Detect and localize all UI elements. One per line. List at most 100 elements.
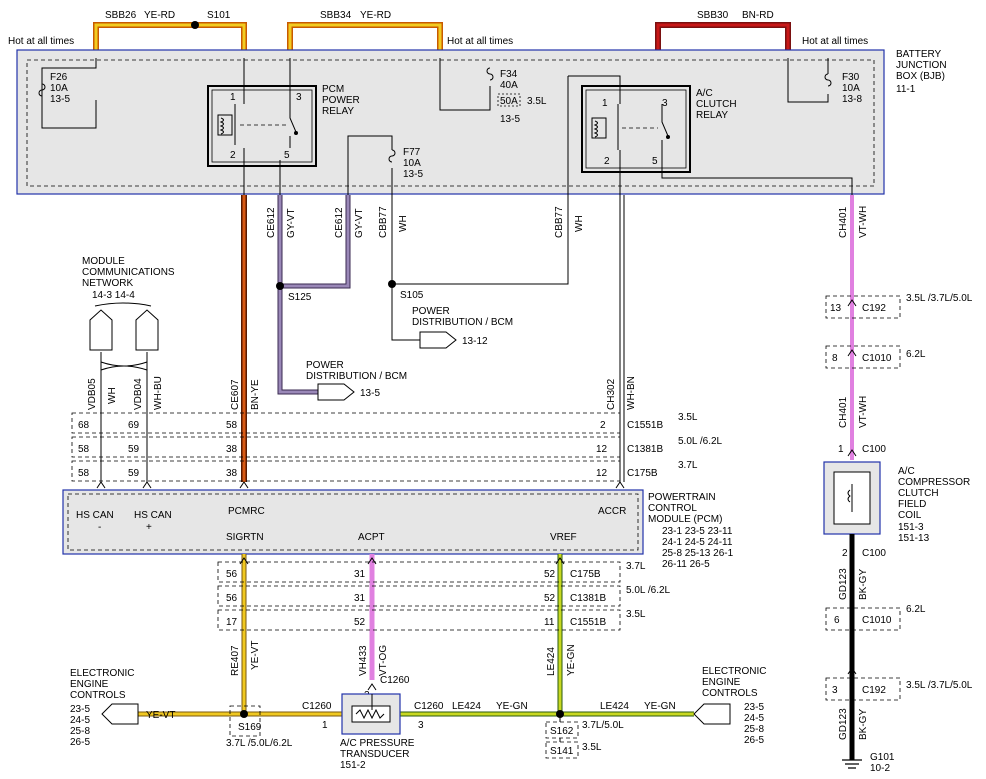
- ac-clutch-relay-box: [581, 85, 691, 173]
- wire-labels: CE612 GY-VT CE612 GY-VT CBB77 WH CBB77 W…: [87, 206, 869, 428]
- hot-at-all-times-2: Hot at all times: [447, 36, 513, 47]
- c192-upper-label: C192: [862, 303, 886, 314]
- pd-bcm-arrow-2: [317, 383, 355, 401]
- transducer-label-3: 151-2: [340, 760, 366, 771]
- c175b-lower-note: 3.7L: [626, 561, 646, 572]
- c1381b-lower-label: C1381B: [570, 593, 606, 604]
- pd2-page: 13-5: [360, 388, 380, 399]
- s169-box: [229, 705, 261, 737]
- f77-page: 13-5: [403, 169, 423, 180]
- sbb34-color: YE-RD: [360, 10, 391, 21]
- eec-right-1: ELECTRONIC: [702, 666, 766, 677]
- s169-splice-dot: [240, 710, 248, 718]
- upper-connector-rows: [71, 412, 621, 482]
- c1381b-pin-59: 59: [128, 444, 140, 455]
- c1381b-pin-12: 12: [596, 444, 608, 455]
- c192-lower-label: C192: [862, 685, 886, 696]
- pcm-pages-1: 23-1 23-5 23-11: [662, 526, 733, 537]
- ac-relay-pin-3: 3: [662, 98, 668, 109]
- pcm-pin-arrows: [96, 481, 625, 489]
- f26-fuse: [38, 58, 97, 129]
- c100-upper-label: C100: [862, 444, 886, 455]
- note-35l: 3.5L: [678, 412, 698, 423]
- bjb-label-3: BOX (BJB): [896, 71, 945, 82]
- pcm-pages-2: 24-1 24-5 24-11: [662, 537, 733, 548]
- pcm-module-box: [62, 489, 644, 555]
- wire-yevt: YE-VT: [250, 641, 261, 670]
- wire-gyvt-a: GY-VT: [286, 208, 297, 238]
- wire-vdb05: VDB05: [87, 378, 98, 410]
- ac-relay-coil-icon: [591, 104, 670, 155]
- wire-vtwh-b: VT-WH: [858, 396, 869, 428]
- f34-page: 13-5: [500, 114, 520, 125]
- c1551b-lower-pin-52: 52: [354, 617, 366, 628]
- c175b-pin-12: 12: [596, 468, 608, 479]
- wire-ce612-a: CE612: [266, 207, 277, 238]
- s141-note: 3.5L: [582, 742, 602, 753]
- s105-label: S105: [400, 290, 424, 301]
- c192-upper-pin: 13: [830, 303, 842, 314]
- transducer-label-1: A/C PRESSURE: [340, 738, 415, 749]
- c1010-lower-note: 6.2L: [906, 604, 926, 615]
- f77-name: F77: [403, 147, 421, 158]
- f34-amp: 40A: [500, 80, 518, 91]
- wire-le424-c: LE424: [600, 701, 629, 712]
- pcm-relay-pin-3: 3: [296, 92, 302, 103]
- bjb-label-2: JUNCTION: [896, 60, 947, 71]
- c1260-label-top: C1260: [380, 675, 410, 686]
- eec-left-arrow: [101, 703, 139, 725]
- c100-lower-label: C100: [862, 548, 886, 559]
- pcm-acpt: ACPT: [358, 532, 385, 543]
- c1551b-pin-58: 58: [226, 420, 238, 431]
- hot-at-all-times-3: Hot at all times: [802, 36, 868, 47]
- ac-relay-label-2: CLUTCH: [696, 99, 737, 110]
- f77-amp: 10A: [403, 158, 421, 169]
- f30-amp: 10A: [842, 83, 860, 94]
- f30-fuse: [787, 58, 832, 103]
- c1260-label-right: C1260: [414, 701, 444, 712]
- wire-yegn-a: YE-GN: [566, 644, 577, 676]
- mcn-pages: 14-3 14-4: [92, 290, 135, 301]
- eec-right-p3: 25-8: [744, 724, 764, 735]
- mcn-label-3: NETWORK: [82, 278, 133, 289]
- wire-ch401-b: CH401: [838, 396, 849, 428]
- bjb-label-1: BATTERY: [896, 49, 942, 60]
- right-pin-arrows: [847, 299, 857, 675]
- c1381b-pin-38: 38: [226, 444, 238, 455]
- clutch-label-5: COIL: [898, 510, 922, 521]
- s125-label: S125: [288, 292, 312, 303]
- c175b-lower-pin-31: 31: [354, 569, 366, 580]
- f30-page: 13-8: [842, 94, 862, 105]
- ac-relay-pin-2: 2: [604, 156, 610, 167]
- wire-ch302: CH302: [606, 378, 617, 410]
- c1010-upper-pin: 8: [832, 353, 838, 364]
- sbb26-color: YE-RD: [144, 10, 175, 21]
- pcm-relay-label-3: RELAY: [322, 106, 354, 117]
- c1551b-lower-pin-11: 11: [544, 617, 555, 628]
- eec-right-arrow: [693, 703, 731, 725]
- pcm-accr: ACCR: [598, 506, 626, 517]
- c1010-lower-label: C1010: [862, 615, 892, 626]
- f34-name: F34: [500, 69, 518, 80]
- pcm-title-2: CONTROL: [648, 503, 697, 514]
- c1010-upper-box: [825, 345, 901, 369]
- c192-upper-note: 3.5L /3.7L/5.0L: [906, 293, 973, 304]
- mcn-label-2: COMMUNICATIONS: [82, 267, 175, 278]
- wire-cbb77-b: CBB77: [554, 206, 565, 238]
- wire-re407: RE407: [230, 645, 241, 676]
- wire-bnye: BN-YE: [250, 379, 261, 410]
- pcm-relay-pin-1: 1: [230, 92, 236, 103]
- c192-lower-pin: 3: [832, 685, 838, 696]
- clutch-coil-icon: [833, 471, 871, 525]
- clutch-label-3: CLUTCH: [898, 488, 939, 499]
- wire-gyvt-b: GY-VT: [354, 208, 365, 238]
- c1010-lower-box: [825, 607, 901, 631]
- bjb-inner-outline: [26, 59, 875, 187]
- wire-vh433: VH433: [358, 645, 369, 676]
- c1010-lower-pin: 6: [834, 615, 840, 626]
- s105-splice-dot: [388, 280, 396, 288]
- clutch-label-6: 151-3: [898, 522, 924, 533]
- sbb34-label: SBB34: [320, 10, 352, 21]
- c1010-upper-label: C1010: [862, 353, 892, 364]
